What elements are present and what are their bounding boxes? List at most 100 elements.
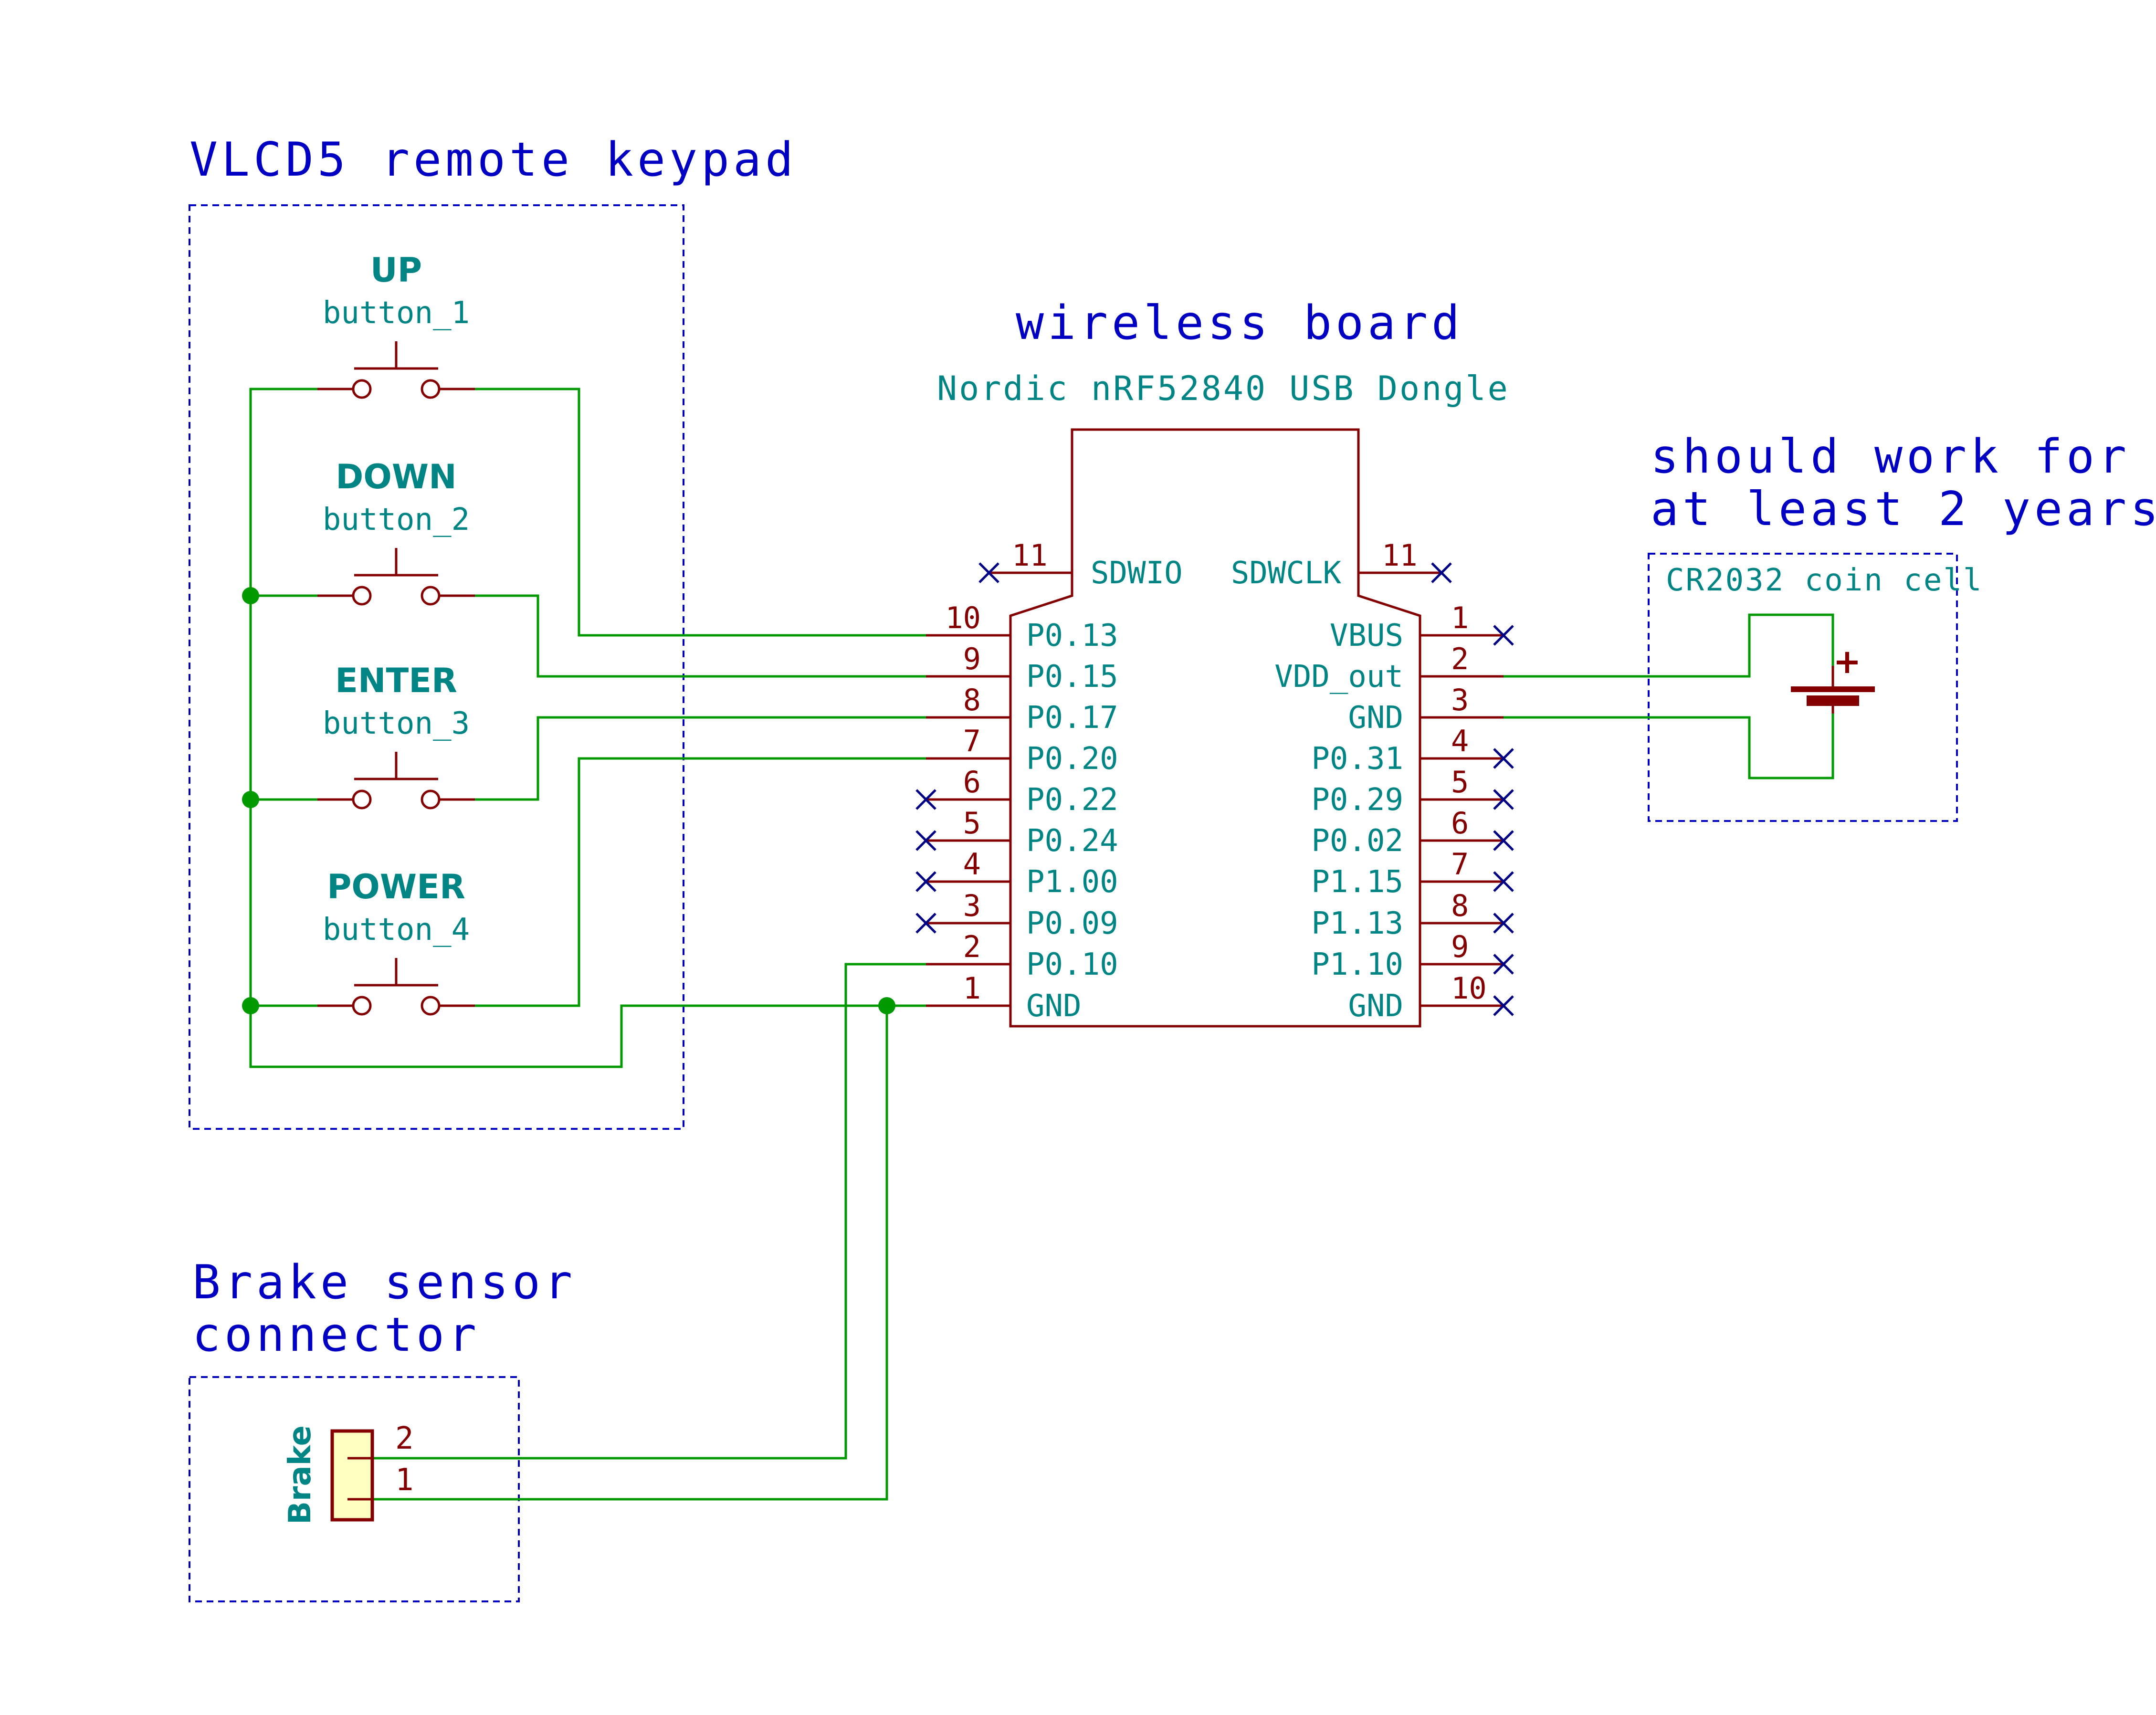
pin-number-left: 4 — [963, 847, 981, 882]
pin-name-left: P0.13 — [1026, 618, 1118, 653]
wire-up-p013 — [475, 388, 971, 637]
button-contact-right — [421, 586, 441, 606]
connector-body — [330, 1429, 374, 1522]
pin-number-right: 4 — [1451, 724, 1469, 758]
pin-number-left: 7 — [963, 724, 981, 758]
keypad-title: VLCD5 remote keypad — [189, 133, 797, 187]
pin-number-left: 5 — [963, 806, 981, 841]
battery-note-line1: should work for — [1651, 430, 2130, 484]
battery-plus-sign: + — [1833, 642, 1862, 681]
no-connect-mark — [915, 789, 936, 810]
pin-name-right: VDD_out — [1274, 659, 1403, 694]
pin-name-left: GND — [1026, 989, 1082, 1024]
pin-number-swclk: 11 — [1382, 538, 1418, 573]
no-connect-mark — [1493, 913, 1514, 934]
pin-number-left: 9 — [963, 642, 981, 676]
pin-number-right: 1 — [1451, 600, 1469, 635]
pin-number-left: 8 — [963, 683, 981, 717]
button-contact-right — [421, 379, 441, 399]
battery-note-line2: at least 2 years — [1651, 482, 2156, 537]
no-connect-mark — [1493, 995, 1514, 1016]
button-contact-left — [352, 379, 372, 399]
pin-number-right: 3 — [1451, 683, 1469, 717]
pin-number-right: 8 — [1451, 888, 1469, 923]
pin-name-left: P0.17 — [1026, 700, 1118, 736]
button-contact-right — [421, 996, 441, 1016]
keypad-note-box — [189, 204, 684, 1130]
brake-note-box — [189, 1376, 520, 1602]
pin-name-right: GND — [1348, 989, 1403, 1024]
pin-number-right: 5 — [1451, 765, 1469, 800]
pin-name-left: P0.22 — [1026, 782, 1118, 818]
pin-name-right: P0.29 — [1311, 782, 1403, 818]
battery-plate-negative — [1807, 695, 1859, 706]
battery-plate-positive — [1791, 686, 1875, 692]
note-texts: VLCD5 remote keypad wireless board shoul… — [189, 133, 2156, 1362]
wire-power-p020 — [475, 757, 971, 1007]
button-value-label: DOWN — [336, 457, 456, 496]
pin-number-left: 2 — [963, 929, 981, 964]
no-connect-mark — [1493, 789, 1514, 810]
wire-down-p015 — [475, 594, 971, 678]
button-ref-label: button_4 — [323, 912, 470, 947]
pin-name-right: P1.13 — [1311, 906, 1403, 941]
brake-title-line2: connector — [192, 1308, 480, 1362]
no-connect-mark — [1431, 562, 1452, 583]
button-ref-label: button_3 — [323, 706, 470, 741]
wire-vdd-battery — [1504, 613, 1834, 678]
mcu-body — [1009, 428, 1421, 1028]
brake-title-line1: Brake sensor — [192, 1255, 576, 1310]
mcu-pins: 10P0.139P0.158P0.177P0.206P0.225P0.244P1… — [915, 538, 1514, 1024]
wire-enter-p017 — [475, 716, 971, 801]
no-connect-mark — [1493, 954, 1514, 975]
pin-name-left: P0.20 — [1026, 741, 1118, 777]
pin-name-right: P1.15 — [1311, 864, 1403, 900]
mcu-value-label: Nordic nRF52840 USB Dongle — [937, 369, 1510, 408]
no-connect-mark — [915, 871, 936, 892]
pin-number-swdio: 11 — [1012, 538, 1048, 573]
no-connect-mark — [1493, 830, 1514, 851]
pin-name-right: VBUS — [1330, 618, 1403, 653]
button-value-label: ENTER — [335, 661, 457, 700]
button-contact-right — [421, 789, 441, 810]
pin-number-left: 10 — [945, 600, 981, 635]
pin-name-right: GND — [1348, 700, 1403, 736]
button-contact-left — [352, 586, 372, 606]
junction-dot — [242, 587, 259, 604]
pin-name-left: P0.10 — [1026, 947, 1118, 982]
mcu-symbol: Nordic nRF52840 USB Dongle — [937, 369, 1510, 1028]
no-connect-mark — [915, 830, 936, 851]
pin-name-right: P0.02 — [1311, 823, 1403, 859]
pin-name-right: P1.10 — [1311, 947, 1403, 982]
button-contact-left — [352, 996, 372, 1016]
pin-name-left: P0.24 — [1026, 823, 1118, 859]
junctions — [242, 587, 895, 1014]
wire-brake-p010 — [372, 963, 971, 1460]
pin-number-left: 1 — [963, 971, 981, 1006]
no-connect-mark — [1493, 748, 1514, 769]
button-ref-label: button_2 — [323, 502, 470, 537]
no-connect-mark — [1493, 625, 1514, 646]
connector-pin-number-1: 1 — [395, 1462, 414, 1498]
pin-name-swdio: SDWIO — [1091, 556, 1183, 591]
pin-number-right: 9 — [1451, 929, 1469, 964]
keypad-common-rail — [249, 388, 887, 1068]
push-button: ENTER button_3 — [317, 661, 475, 810]
button-value-label: POWER — [327, 867, 465, 906]
no-connect-mark — [978, 562, 999, 583]
no-connect-mark — [1493, 871, 1514, 892]
junction-dot — [878, 997, 895, 1014]
battery-symbol: + CR2032 coin cell — [1666, 563, 1982, 714]
connector-value-label: Brake — [283, 1425, 318, 1525]
pin-number-left: 6 — [963, 765, 981, 800]
button-value-label: UP — [370, 251, 422, 290]
pin-name-left: P0.15 — [1026, 659, 1118, 694]
pin-number-right: 6 — [1451, 806, 1469, 841]
pin-name-left: P0.09 — [1026, 906, 1118, 941]
push-button: POWER button_4 — [317, 867, 475, 1016]
pin-number-right: 10 — [1451, 971, 1487, 1006]
brake-connector: 2 1 Brake — [283, 1421, 414, 1525]
button-contact-left — [352, 789, 372, 810]
